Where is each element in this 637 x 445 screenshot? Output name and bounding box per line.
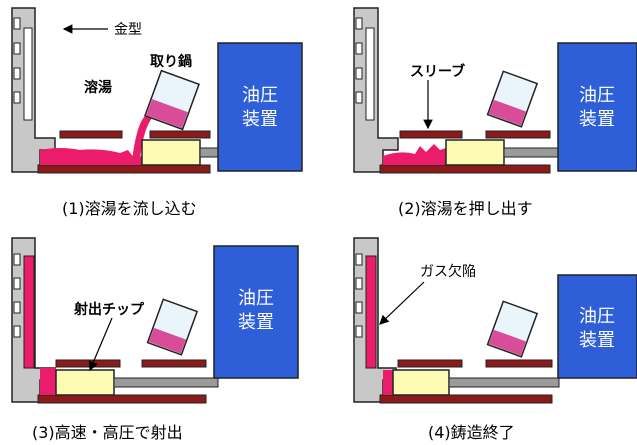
hydraulic-label-2: 装置 [242,109,278,130]
sleeve-top [485,130,551,139]
mold-slot [355,325,363,338]
hydraulic-label-1: 油圧 [238,288,274,309]
plunger-rod [448,377,560,388]
hydraulic-label-2: 装置 [579,109,615,130]
sleeve-top [397,359,463,368]
panel-1: 油圧 装置 金型 取り鍋 溶湯 (1)溶湯を流し込む [11,7,303,218]
sleeve-bottom [379,394,553,404]
hydraulic-unit [557,42,637,172]
plunger-tip [141,139,201,166]
mold-slot [13,91,21,104]
panel-3: 油圧 装置 射出チップ (3)高速・高圧で射出 [11,237,299,442]
gas-arrow [379,281,425,325]
plunger-rod [113,377,219,388]
sleeve-bottom [37,394,207,404]
caption-2: (2)溶湯を押し出す [398,199,533,218]
mold-slot [355,91,363,104]
mold-slot [355,67,363,80]
ladle [144,69,200,131]
ladle [486,300,539,358]
sleeve-top [485,359,553,368]
mold [11,7,56,173]
mold-slot [355,253,363,266]
sleeve-bottom [37,164,211,174]
sleeve-bottom [379,164,551,174]
mold-slot [355,42,363,55]
plunger-tip [55,369,115,396]
melt-label: 溶湯 [84,79,112,96]
hydraulic-unit [213,245,299,379]
sleeve-top [399,130,463,139]
hydraulic-label-1: 油圧 [242,85,278,106]
mold-cavity-filled [23,255,35,369]
melt-fill [40,368,56,395]
hydraulic-label-2: 装置 [238,312,274,333]
plunger-rod [199,147,219,158]
mold-cavity-filled [365,255,377,369]
mold-slot [355,301,363,314]
sleeve-top [149,130,211,139]
ladle [146,298,199,356]
mold-label: 金型 [114,22,142,38]
sleeve-top [59,130,123,139]
caption-3: (3)高速・高圧で射出 [32,423,183,442]
mold-slot [13,301,21,314]
melt-pool [40,148,142,165]
sleeve-top [141,359,207,368]
melt-stream [132,115,152,160]
ladle [486,70,539,128]
sleeve-top [55,359,121,368]
mold [353,7,399,173]
melt-fill [383,370,393,395]
mold-slot [13,325,21,338]
hydraulic-label-1: 油圧 [579,85,615,106]
mold-slot [355,17,363,30]
plunger-tip [392,369,450,396]
gas-label: ガス欠陥 [420,263,476,280]
hydraulic-label-2: 装置 [579,330,615,351]
mold-slot [13,42,21,55]
caption-4: (4)鋳造終了 [428,423,515,442]
mold-slot [355,277,363,290]
mold-cavity [365,27,375,121]
caption-1: (1)溶湯を流し込む [62,199,197,218]
mold-slot [13,67,21,80]
hydraulic-unit [557,274,637,379]
mold-slot [13,17,21,30]
plunger-tip [445,139,505,166]
mold-slot [13,253,21,266]
panel-2: 油圧 装置 スリーブ (2)溶湯を押し出す [353,7,637,218]
hydraulic-unit [217,42,303,172]
panel-4: 油圧 装置 ガス欠陥 (4)鋳造終了 [353,237,637,442]
sleeve-label: スリーブ [410,63,465,80]
tip-arrow [88,317,113,372]
tip-label: 射出チップ [73,301,145,318]
melt-pool [383,144,446,165]
mold-slot [13,277,21,290]
mold-cavity [23,27,33,121]
hydraulic-label-1: 油圧 [579,306,615,327]
ladle-label: 取り鍋 [150,53,192,70]
plunger-rod [503,147,559,158]
